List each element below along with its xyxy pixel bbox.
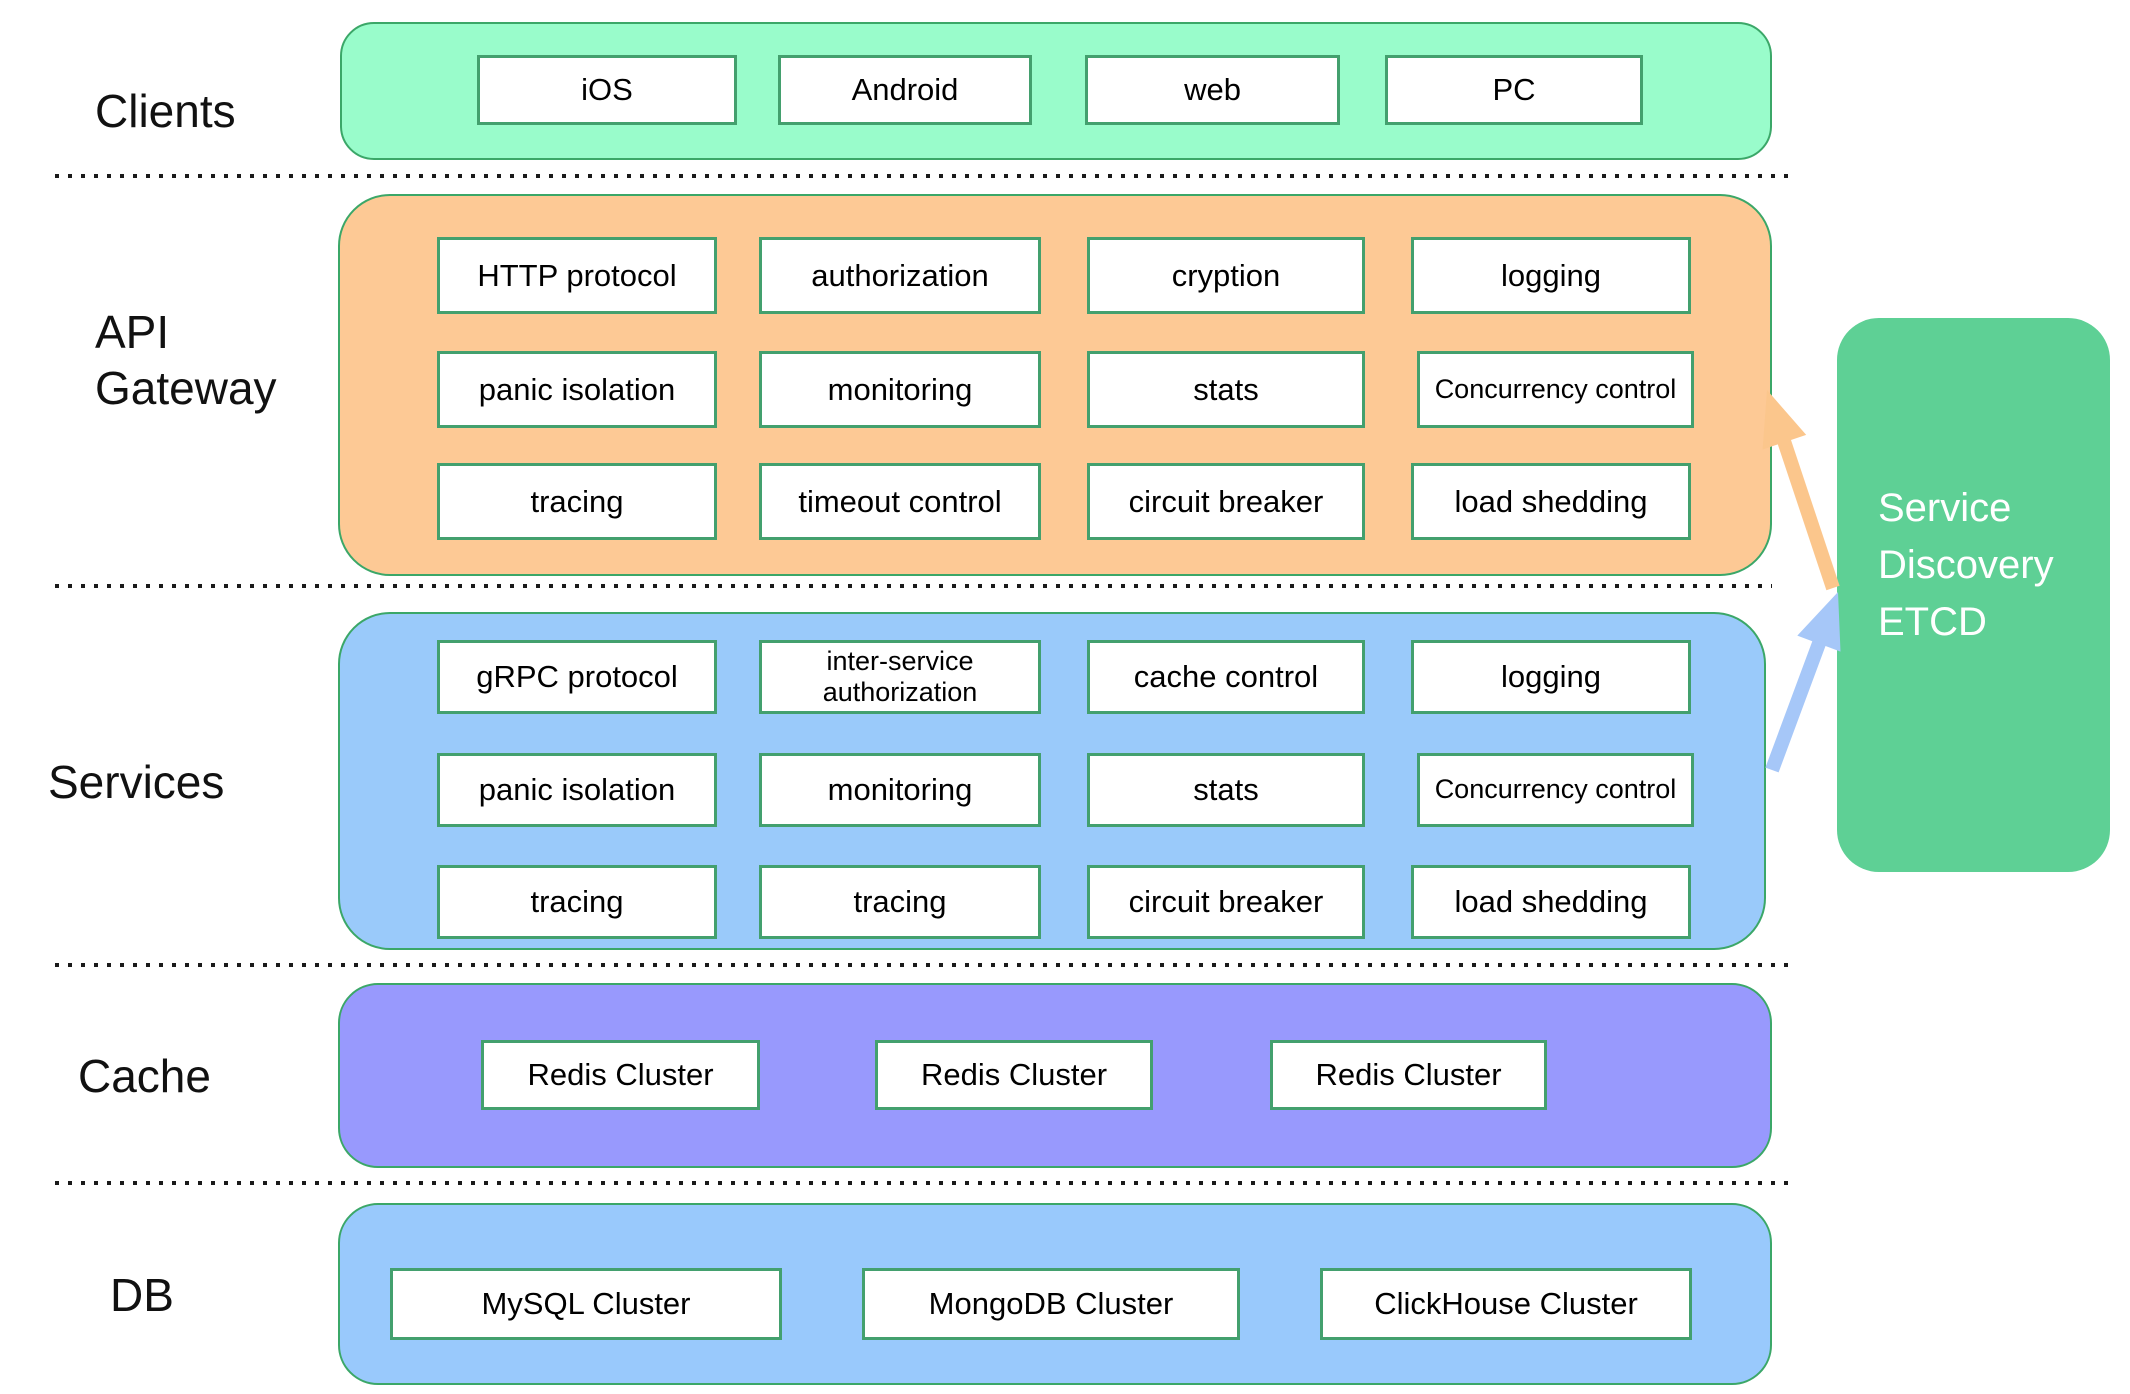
db-box-clickhouse: ClickHouse Cluster (1320, 1268, 1692, 1340)
client-box-ios: iOS (477, 55, 737, 125)
cache-box-redis-3: Redis Cluster (1270, 1040, 1547, 1110)
client-box-web: web (1085, 55, 1340, 125)
cache-label: Cache (78, 1050, 211, 1102)
api-feature-monitoring: monitoring (759, 351, 1041, 428)
clients-label: Clients (95, 85, 236, 137)
api-feature-concurrency-control: Concurrency control (1417, 351, 1694, 428)
service-discovery-etcd-label: Service Discovery ETCD (1878, 480, 2054, 651)
cache-box-redis-1: Redis Cluster (481, 1040, 760, 1110)
client-box-pc: PC (1385, 55, 1643, 125)
separator-cache-db (55, 1181, 1790, 1185)
service-feature-stats: stats (1087, 753, 1365, 827)
api-feature-cryption: cryption (1087, 237, 1365, 314)
service-feature-tracing-2: tracing (759, 865, 1041, 939)
client-box-android: Android (778, 55, 1032, 125)
service-feature-load-shedding: load shedding (1411, 865, 1691, 939)
api-feature-panic-isolation: panic isolation (437, 351, 717, 428)
etcd-label-line1: Service (1878, 486, 2012, 530)
separator-clients-api (55, 174, 1790, 178)
arrow-services-to-etcd (1765, 592, 1841, 773)
cache-box-redis-2: Redis Cluster (875, 1040, 1153, 1110)
api-gateway-label-line2: Gateway (95, 362, 277, 414)
services-label: Services (48, 756, 225, 808)
service-feature-panic-isolation: panic isolation (437, 753, 717, 827)
api-feature-timeout-control: timeout control (759, 463, 1041, 540)
service-feature-circuit-breaker: circuit breaker (1087, 865, 1365, 939)
service-feature-cache-control: cache control (1087, 640, 1365, 714)
db-label: DB (110, 1269, 174, 1321)
service-feature-tracing-1: tracing (437, 865, 717, 939)
api-feature-stats: stats (1087, 351, 1365, 428)
db-box-mongodb: MongoDB Cluster (862, 1268, 1240, 1340)
service-feature-grpc-protocol: gRPC protocol (437, 640, 717, 714)
arrow-etcd-to-api-gateway (1762, 390, 1840, 591)
service-feature-monitoring: monitoring (759, 753, 1041, 827)
separator-services-cache (55, 963, 1790, 967)
separator-api-services (55, 584, 1772, 588)
api-feature-authorization: authorization (759, 237, 1041, 314)
etcd-label-line2: Discovery (1878, 543, 2054, 587)
api-feature-http-protocol: HTTP protocol (437, 237, 717, 314)
service-feature-inter-service-authorization: inter-service authorization (759, 640, 1041, 714)
service-feature-logging: logging (1411, 640, 1691, 714)
api-feature-load-shedding: load shedding (1411, 463, 1691, 540)
service-discovery-etcd-box (1837, 318, 2110, 872)
api-feature-logging: logging (1411, 237, 1691, 314)
api-gateway-label-line1: API (95, 306, 170, 358)
api-gateway-label: API Gateway (95, 304, 277, 416)
service-feature-concurrency-control: Concurrency control (1417, 753, 1694, 827)
api-feature-tracing: tracing (437, 463, 717, 540)
etcd-label-line3: ETCD (1878, 600, 1987, 644)
api-feature-circuit-breaker: circuit breaker (1087, 463, 1365, 540)
db-box-mysql: MySQL Cluster (390, 1268, 782, 1340)
